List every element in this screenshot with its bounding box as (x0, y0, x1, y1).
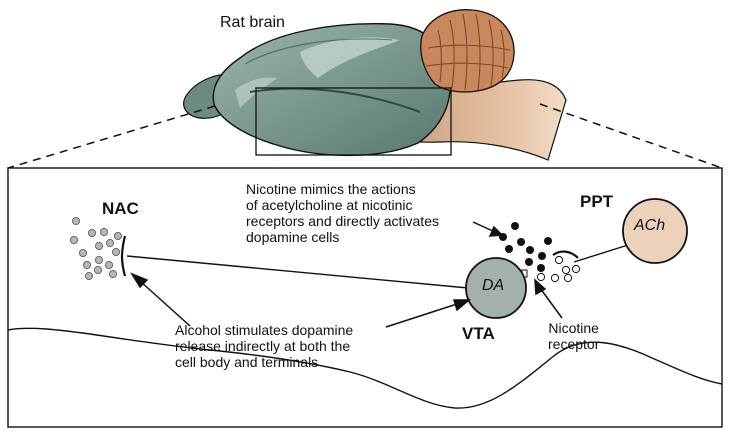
cerebrum-rim (244, 38, 393, 65)
alcohol-annotation-line: release indirectly at both the (175, 338, 351, 354)
nac-label: NAC (102, 199, 139, 218)
da-cell-label: DA (482, 277, 505, 294)
arrows (130, 221, 563, 328)
nicotine-annotation-line: of acetylcholine at nicotinic (246, 197, 413, 213)
section-contour-line (7, 327, 723, 409)
cerebrum-fissure (249, 87, 421, 113)
nicotine-annotation-line: receptors and directly activates (246, 213, 439, 229)
receptor-annotation: Nicotine receptor (548, 320, 599, 352)
zoom-lines (7, 103, 723, 169)
alcohol-annotation-line: cell body and terminals (175, 354, 319, 370)
nac-vesicle-cluster (70, 216, 123, 280)
nicotine-annotation-line: Nicotine mimics the actions (246, 181, 416, 197)
receptor-annotation-line: receptor (548, 336, 600, 352)
cerebrum-highlight (300, 37, 400, 78)
ppt-terminal-vesicles (536, 255, 581, 283)
detail-panel (7, 167, 723, 428)
cerebellum-folia (425, 13, 511, 91)
diagram-title: Rat brain (220, 14, 285, 31)
ppt-terminal (552, 250, 579, 259)
zoom-region-box (255, 87, 452, 156)
cerebrum (212, 23, 451, 157)
dopamine-axon (126, 255, 469, 289)
nicotine-molecules (499, 222, 552, 272)
nac-terminal (120, 235, 127, 277)
da-cell (465, 257, 527, 319)
ach-cell-label: ACh (634, 217, 666, 234)
alcohol-annotation-line: Alcohol stimulates dopamine (175, 322, 354, 338)
rat-brain-illustration (183, 9, 567, 161)
ppt-label: PPT (580, 192, 614, 211)
nicotine-annotation-line: dopamine cells (246, 229, 340, 245)
receptor-annotation-line: Nicotine (548, 320, 599, 336)
ppt-axon (573, 244, 629, 263)
nicotine-annotation: Nicotine mimics the actions of acetylcho… (246, 181, 439, 245)
vta-label: VTA (462, 324, 495, 343)
ach-cell (622, 198, 688, 264)
alcohol-annotation: Alcohol stimulates dopamine release indi… (175, 322, 353, 370)
